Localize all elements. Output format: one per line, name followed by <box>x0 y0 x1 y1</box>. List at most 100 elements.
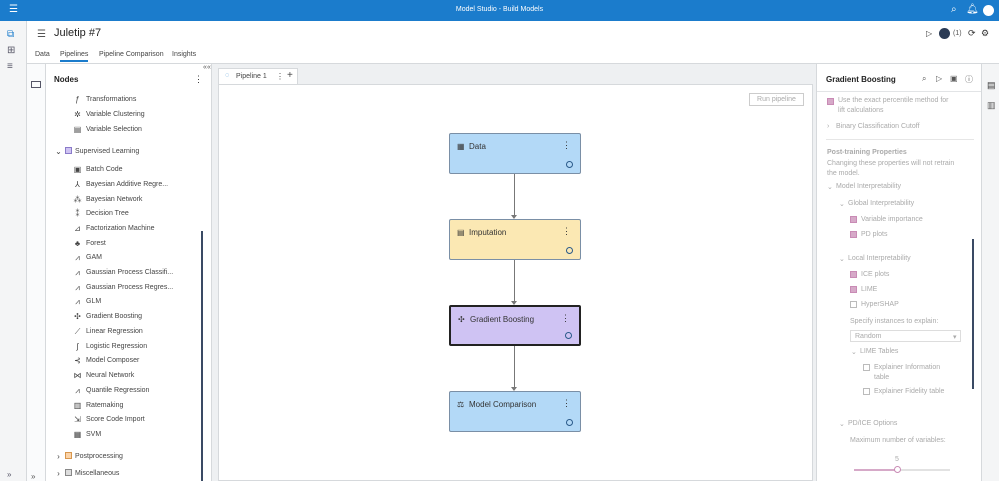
projects-icon[interactable]: ⧉ <box>7 29 15 40</box>
pipeline-node-gradient-boosting[interactable]: ✣ Gradient Boosting ⋮ <box>449 305 581 346</box>
code-icon: ▣ <box>73 165 82 174</box>
status-icon <box>565 332 572 339</box>
cluster-icon: ✲ <box>74 110 81 119</box>
chevron-down-icon[interactable]: ⌄ <box>839 201 845 208</box>
nodes-scrollbar[interactable] <box>201 231 203 481</box>
max-variables-slider[interactable] <box>854 469 950 471</box>
compare-icon: ⚖ <box>457 400 465 409</box>
lime-checkbox[interactable] <box>850 286 857 293</box>
run-icon[interactable]: ▷ <box>926 29 933 38</box>
nodes-menu-icon[interactable]: ⋮ <box>194 74 203 84</box>
slider-fill <box>854 469 896 471</box>
collapse-icon[interactable]: « <box>203 64 207 71</box>
top-bar: ☰ Model Studio - Build Models ⌕ 🔔︎ <box>0 0 999 21</box>
search-icon[interactable]: ⌕ <box>951 4 957 15</box>
quantile-icon: ⩘ <box>75 386 80 395</box>
gear-icon[interactable]: ⚙ <box>981 28 990 38</box>
tab-pipeline-comparison[interactable]: Pipeline Comparison <box>99 51 164 58</box>
group-icon <box>64 452 73 461</box>
avatar[interactable] <box>983 5 994 16</box>
arrow-icon <box>511 215 517 219</box>
status-icon <box>566 161 573 168</box>
composer-icon: ⊰ <box>74 356 81 365</box>
logistic-icon: ∫ <box>76 342 79 351</box>
network-icon: ⁂ <box>73 195 82 204</box>
collapse-icon[interactable]: « <box>207 64 211 71</box>
import-icon: ⇲ <box>74 415 81 424</box>
nodes-title: Nodes <box>54 75 79 84</box>
pipeline-canvas[interactable]: Run pipeline ▦ Data ⋮ ▤ Imputation ⋮ ✣ G… <box>218 84 813 481</box>
svm-icon: ▦ <box>73 430 82 439</box>
properties-title: Gradient Boosting <box>826 75 896 84</box>
chevron-down-icon: ▾ <box>953 334 957 341</box>
list-icon[interactable]: ☰ <box>37 29 46 40</box>
instances-select[interactable]: Random ▾ <box>850 330 961 342</box>
left-rail: ⧉ ⊞ ≡ » <box>0 21 27 481</box>
properties-panel: Gradient Boosting ⌕ ▷ ▣ ⓘ Use the exact … <box>816 64 981 481</box>
status-icon <box>566 419 573 426</box>
chevron-down-icon[interactable]: ⌄ <box>827 184 833 191</box>
node-menu-icon[interactable]: ⋮ <box>562 226 571 236</box>
chevron-down-icon[interactable]: ⌄ <box>839 256 845 263</box>
bell-icon[interactable]: 🔔︎ <box>966 4 979 15</box>
pipeline-node-data[interactable]: ▦ Data ⋮ <box>449 133 581 174</box>
pipeline-count: (1) <box>953 30 962 37</box>
node-menu-icon[interactable]: ⋮ <box>561 313 570 323</box>
pipeline-node-model-comparison[interactable]: ⚖ Model Comparison ⋮ <box>449 391 581 432</box>
pd-plots-checkbox[interactable] <box>850 231 857 238</box>
node-menu-icon[interactable]: ⋮ <box>562 140 571 150</box>
expand-icon[interactable]: » <box>31 472 36 481</box>
expand-icon[interactable]: » <box>7 470 12 479</box>
slider-handle[interactable] <box>894 466 901 473</box>
hamburger-icon[interactable]: ☰ <box>9 4 18 15</box>
tab-pipelines[interactable]: Pipelines <box>60 51 89 62</box>
notes-icon[interactable]: ▥ <box>987 100 996 110</box>
chevron-down-icon: ⌄ <box>55 147 62 156</box>
gam-icon: ⩘ <box>75 253 80 262</box>
boost-icon: ✣ <box>74 312 81 321</box>
nodes-side-strip: » <box>27 64 46 481</box>
impute-icon: ▤ <box>457 228 465 237</box>
pipeline-icon[interactable]: ⊞ <box>7 45 16 56</box>
properties-scrollbar[interactable] <box>972 239 974 389</box>
list-icon[interactable]: ≡ <box>7 61 13 72</box>
boost-icon: ✣ <box>458 315 465 324</box>
search-icon[interactable]: ⌕ <box>922 74 927 83</box>
selection-icon: ▤ <box>73 125 82 134</box>
tab-data[interactable]: Data <box>35 51 50 58</box>
ice-plots-checkbox[interactable] <box>850 271 857 278</box>
chevron-right-icon: › <box>57 452 60 461</box>
collaborators-icon[interactable] <box>939 28 950 39</box>
group-icon <box>64 469 73 478</box>
exact-percentile-checkbox[interactable] <box>827 98 834 105</box>
tab-menu-icon[interactable]: ⋮ <box>276 72 284 81</box>
chevron-down-icon[interactable]: ⌄ <box>851 349 857 356</box>
tab-pipeline-1[interactable]: ◌ Pipeline 1 ⋮ <box>218 68 298 84</box>
explainer-info-checkbox[interactable] <box>863 364 870 371</box>
pipeline-node-imputation[interactable]: ▤ Imputation ⋮ <box>449 219 581 260</box>
right-rail: ▤ ▥ <box>981 64 999 481</box>
group-icon <box>64 147 73 156</box>
refresh-icon[interactable]: ⟳ <box>968 28 976 38</box>
app-title: Model Studio - Build Models <box>455 6 544 13</box>
save-icon[interactable]: ▣ <box>950 74 958 83</box>
run-icon[interactable]: ▷ <box>936 74 943 83</box>
help-icon[interactable]: ⓘ <box>965 75 973 84</box>
properties-toggle-icon[interactable]: ▤ <box>987 80 996 90</box>
glm-icon: ⩘ <box>75 297 80 306</box>
variable-importance-checkbox[interactable] <box>850 216 857 223</box>
spinner-icon: ◌ <box>225 72 230 79</box>
chevron-down-icon[interactable]: ⌄ <box>839 421 845 428</box>
tab-insights[interactable]: Insights <box>172 51 197 58</box>
chevron-right-icon[interactable]: › <box>827 123 830 130</box>
run-pipeline-button[interactable]: Run pipeline <box>749 93 804 106</box>
hypershap-checkbox[interactable] <box>850 301 857 308</box>
arrow-icon <box>511 301 517 305</box>
node-menu-icon[interactable]: ⋮ <box>562 398 571 408</box>
bayes-icon: ⅄ <box>75 180 80 189</box>
factor-icon: ⊿ <box>74 224 81 233</box>
add-pipeline-icon[interactable]: + <box>287 70 293 81</box>
nodes-toggle-icon[interactable] <box>31 81 41 88</box>
explainer-fidelity-checkbox[interactable] <box>863 388 870 395</box>
